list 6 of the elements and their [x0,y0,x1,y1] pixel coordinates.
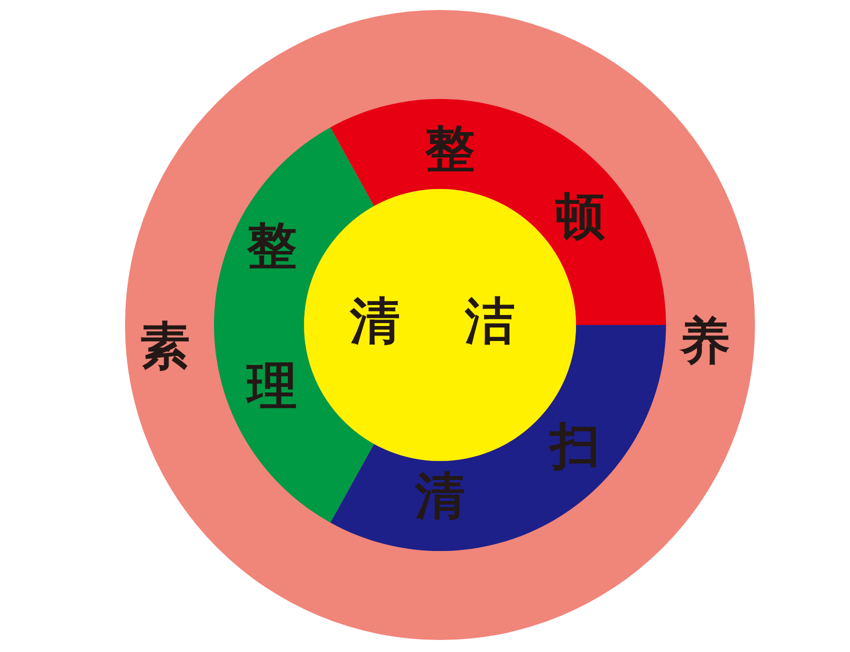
segment-label: 素 [140,317,190,375]
segment-label: 清扫 [415,417,600,525]
segment-label: 整顿 [425,120,605,245]
segment-label: 整理 [247,217,297,415]
segment-label: 清洁 [350,292,515,350]
segment-label: 养 [680,312,730,370]
